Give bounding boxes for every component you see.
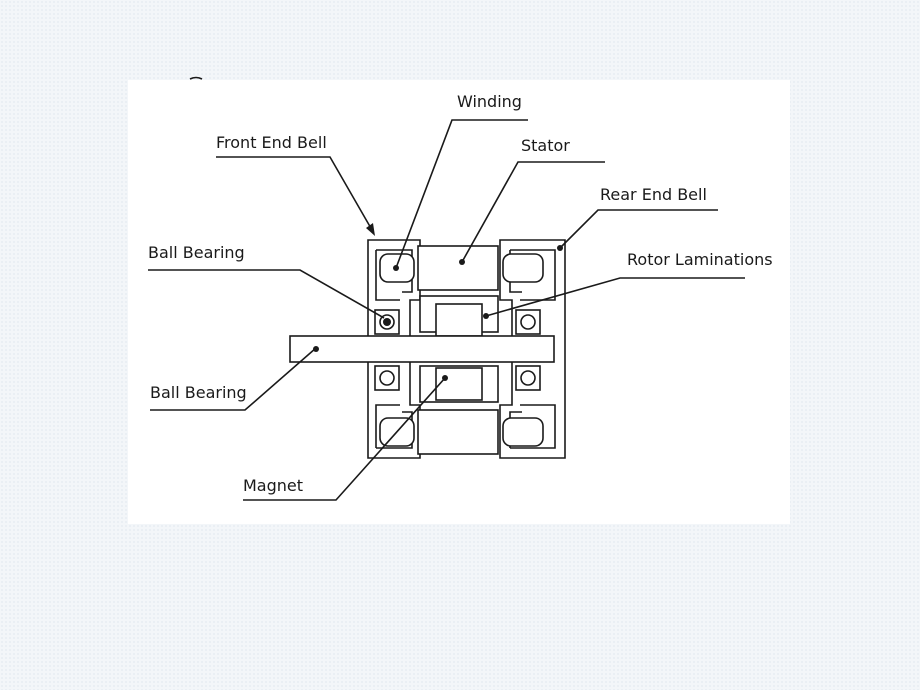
stator-top (417, 245, 499, 291)
label-winding: Winding (457, 92, 522, 111)
label-magnet: Magnet (243, 476, 303, 495)
label-rotor-laminations: Rotor Laminations (627, 250, 773, 269)
ball-bearing-rear-bottom (515, 365, 541, 391)
winding-bottom-right (502, 417, 544, 447)
winding-top-right (502, 253, 544, 283)
label-rear-end-bell: Rear End Bell (600, 185, 707, 204)
label-front-end-bell: Front End Bell (216, 133, 327, 152)
rotor-laminations-block (435, 303, 483, 337)
ball-bearing-front-bottom (374, 365, 400, 391)
motor-body (289, 239, 566, 459)
shaft (289, 335, 555, 363)
ball-bearing-rear-top (515, 309, 541, 335)
label-ball-bearing-top: Ball Bearing (148, 243, 245, 262)
magnet-block (435, 367, 483, 401)
leader-lines (148, 119, 745, 501)
ball-bearing-front-top (374, 309, 400, 335)
stator-bottom (417, 409, 499, 455)
label-ball-bearing-bottom: Ball Bearing (150, 383, 247, 402)
artifact-mark (189, 76, 203, 80)
label-stator: Stator (521, 136, 570, 155)
